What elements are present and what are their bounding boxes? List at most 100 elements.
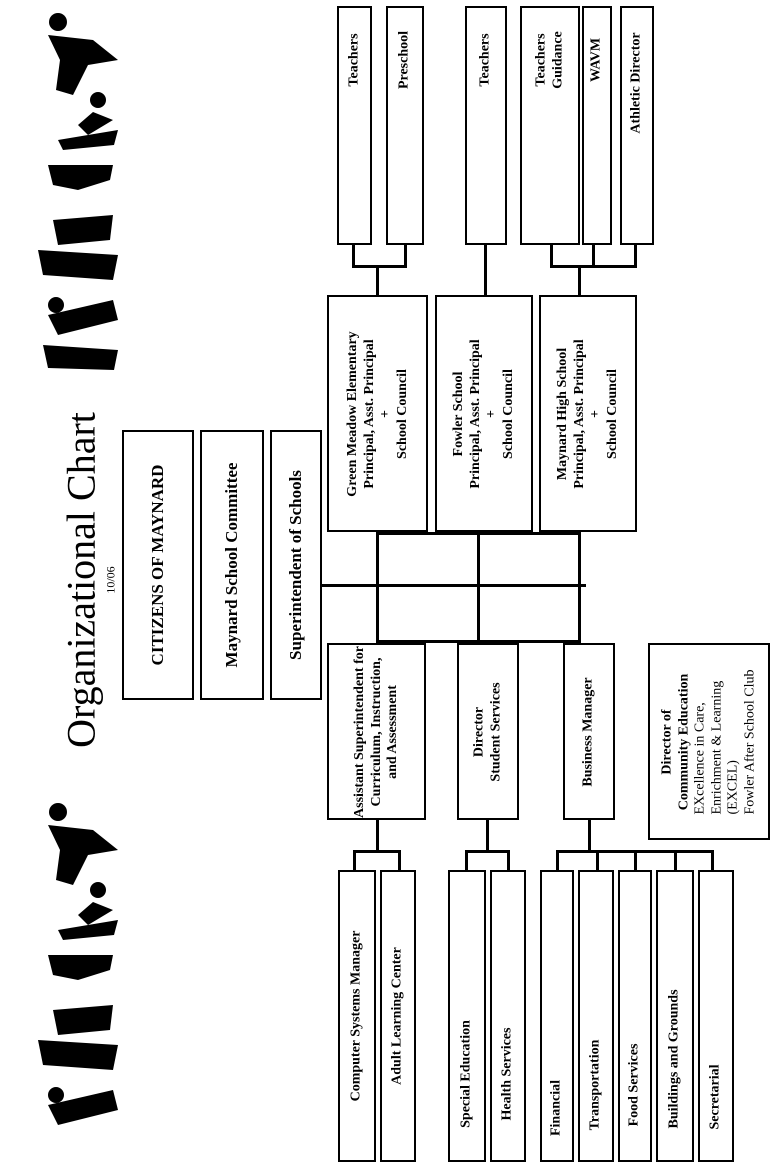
child-label: Food Services <box>626 1043 642 1127</box>
admin-plain-line: EXcellence in Care, <box>692 701 708 815</box>
admin-line: Community Education <box>675 673 691 810</box>
high-wavm-box: WAVM <box>582 6 612 245</box>
gm-child-drop-2 <box>404 245 407 267</box>
admin-line: Curriculum, Instruction, <box>368 657 384 806</box>
asst-child-drop-2 <box>398 850 401 870</box>
gm-child-bus <box>352 265 407 268</box>
school-line: School Council <box>394 368 410 459</box>
fowler-child-stem <box>484 245 487 295</box>
dir-child-drop-2 <box>507 850 510 870</box>
director-student-services-box: Director Student Services <box>457 643 519 820</box>
tie-high <box>578 532 581 643</box>
high-child-drop-3 <box>634 245 637 267</box>
financial-box: Financial <box>540 870 574 1162</box>
admin-line: Director <box>471 706 487 757</box>
asst-child-drop-1 <box>353 850 356 870</box>
bm-child-drop-3 <box>634 850 637 870</box>
silhouette-figures-bottom <box>38 803 118 1125</box>
admin-plain-line: (EXCEL) <box>725 759 741 815</box>
dir-child-drop-1 <box>465 850 468 870</box>
computer-systems-box: Computer Systems Manager <box>338 870 376 1162</box>
trunk-line <box>321 584 586 587</box>
child-label: Adult Learning Center <box>389 947 405 1085</box>
child-label: Health Services <box>499 1027 515 1121</box>
high-child-drop-1 <box>550 245 553 267</box>
child-label: Special Education <box>458 1019 474 1128</box>
school-line: Principal, Asst. Principal <box>360 338 376 489</box>
high-athletic-box: Athletic Director <box>620 6 654 245</box>
gm-teachers-box: Teachers <box>337 6 372 245</box>
health-services-box: Health Services <box>490 870 526 1162</box>
fowler-teachers-box: Teachers <box>465 6 507 245</box>
bm-child-drop-2 <box>596 850 599 870</box>
admin-plain-line: Enrichment & Learning <box>709 680 724 815</box>
bm-child-drop-4 <box>674 850 677 870</box>
superintendent-label: Superintendent of Schools <box>285 470 305 660</box>
committee-box: Maynard School Committee <box>200 430 264 700</box>
community-education-text: Director of Community Education EXcellen… <box>659 669 758 814</box>
child-label: Preschool <box>396 30 412 89</box>
bm-child-drop-5 <box>711 850 714 870</box>
green-meadow-box: Green Meadow Elementary Principal, Asst.… <box>327 295 428 532</box>
high-child-drop-2 <box>592 245 595 267</box>
business-manager-box: Business Manager <box>563 643 615 820</box>
gm-child-drop-1 <box>352 245 355 267</box>
child-label: WAVM <box>588 37 604 82</box>
adult-learning-box: Adult Learning Center <box>380 870 416 1162</box>
page-title: Organizational Chart <box>58 412 104 748</box>
school-line: + <box>377 409 393 418</box>
citizens-box: CITIZENS OF MAYNARD <box>122 430 194 700</box>
child-label: Computer Systems Manager <box>348 930 364 1102</box>
tie-fowler <box>477 532 480 643</box>
admin-line: Assistant Superintendent for <box>351 645 367 818</box>
high-school-box: Maynard High School Principal, Asst. Pri… <box>539 295 637 532</box>
asst-superintendent-text: Assistant Superintendent for Curriculum,… <box>352 646 402 818</box>
secretarial-box: Secretarial <box>698 870 734 1162</box>
admin-line: Director of <box>659 708 675 775</box>
high-teachers-box: Teachers Guidance <box>520 6 580 245</box>
high-school-text: Maynard High School Principal, Asst. Pri… <box>555 339 621 488</box>
school-line: Principal, Asst. Principal <box>571 338 587 489</box>
child-label: Teachers <box>346 33 362 87</box>
special-education-box: Special Education <box>448 870 486 1162</box>
school-line: Fowler School <box>450 371 466 456</box>
school-line: Maynard High School <box>554 347 570 480</box>
child-label: Transportation <box>587 1039 603 1131</box>
fowler-text: Fowler School Principal, Asst. Principal… <box>451 339 517 488</box>
bm-child-stem <box>588 820 591 853</box>
high-child-stem <box>578 265 581 295</box>
asst-superintendent-box: Assistant Superintendent for Curriculum,… <box>327 643 426 820</box>
school-line: + <box>484 409 499 418</box>
admin-line: Student Services <box>488 681 503 782</box>
director-student-services-text: Director Student Services <box>471 682 504 781</box>
school-line: School Council <box>500 368 516 459</box>
child-label: Financial <box>548 1080 564 1137</box>
gm-preschool-box: Preschool <box>386 6 424 245</box>
admin-line: Business Manager <box>580 676 596 787</box>
child-label: Teachers <box>477 33 493 87</box>
food-services-box: Food Services <box>618 870 652 1162</box>
transportation-box: Transportation <box>578 870 614 1162</box>
community-education-box: Director of Community Education EXcellen… <box>648 643 770 840</box>
school-line: School Council <box>604 368 620 459</box>
asst-child-stem <box>376 820 379 853</box>
gm-child-stem <box>376 265 379 295</box>
green-meadow-text: Green Meadow Elementary Principal, Asst.… <box>344 331 410 496</box>
school-line: Principal, Asst. Principal <box>467 338 483 489</box>
child-label: Secretarial <box>707 1064 723 1130</box>
superintendent-box: Superintendent of Schools <box>270 430 322 700</box>
buildings-grounds-box: Buildings and Grounds <box>656 870 694 1162</box>
dir-child-stem <box>486 820 489 853</box>
tie-school <box>376 532 379 643</box>
child-label: Teachers Guidance <box>533 30 565 89</box>
silhouette-figures-top <box>38 13 118 370</box>
date-label: 10/06 <box>103 566 118 594</box>
citizens-label: CITIZENS OF MAYNARD <box>147 464 167 666</box>
child-label: Athletic Director <box>628 32 644 134</box>
fowler-box: Fowler School Principal, Asst. Principal… <box>435 295 533 532</box>
admin-line: and Assessment <box>384 684 400 779</box>
committee-label: Maynard School Committee <box>221 462 241 668</box>
school-line: Green Meadow Elementary <box>344 330 360 497</box>
admin-plain-line: Fowler After School Club <box>742 668 758 815</box>
